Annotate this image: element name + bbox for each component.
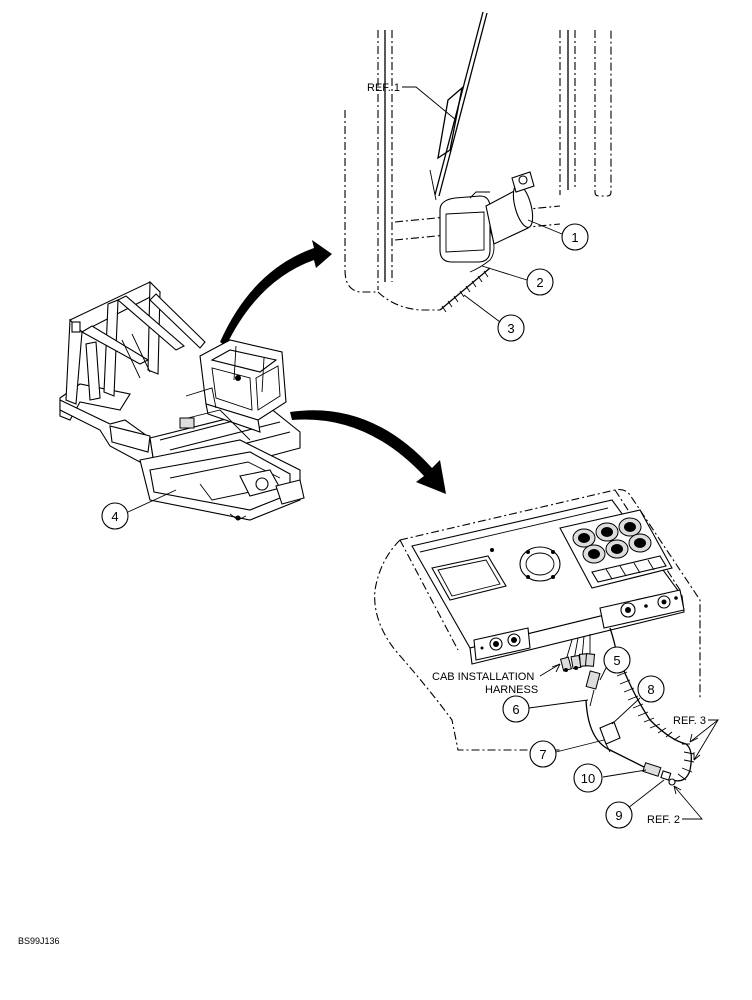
lower-switch-panel bbox=[473, 627, 531, 661]
ref-2-label: REF. 2 bbox=[647, 814, 680, 826]
callout-6: 6 bbox=[502, 695, 589, 723]
callout-10: 10 bbox=[573, 763, 647, 793]
callout-5: 5 bbox=[599, 646, 631, 681]
svg-text:3: 3 bbox=[507, 321, 514, 336]
callout-4: 4 bbox=[101, 489, 177, 530]
callout-2: 2 bbox=[481, 265, 554, 296]
arrow-to-dash-detail bbox=[290, 410, 446, 494]
callout-9: 9 bbox=[605, 779, 665, 829]
callout-1: 1 bbox=[527, 219, 589, 251]
coil-cord-ref-3 bbox=[611, 649, 695, 782]
callout-8: 8 bbox=[611, 675, 665, 725]
coil-wire-3 bbox=[439, 267, 491, 313]
svg-text:10: 10 bbox=[581, 771, 595, 786]
wiper-motor-detail bbox=[344, 11, 612, 313]
wiper-motor bbox=[439, 171, 535, 263]
svg-text:9: 9 bbox=[615, 808, 622, 823]
harness-label-line2: HARNESS bbox=[485, 684, 538, 696]
cab-harness-connectors bbox=[559, 634, 596, 672]
machine-overview bbox=[59, 280, 305, 521]
svg-text:1: 1 bbox=[571, 230, 578, 245]
svg-text:7: 7 bbox=[539, 747, 546, 762]
switch-cluster bbox=[559, 509, 673, 589]
receptacle-panel bbox=[599, 589, 685, 629]
svg-text:2: 2 bbox=[536, 275, 543, 290]
ref-3-label: REF. 3 bbox=[673, 715, 706, 727]
ref-2-leader bbox=[673, 785, 703, 820]
cab bbox=[199, 339, 287, 433]
drawing-code: BS99J136 bbox=[18, 936, 60, 946]
ref-1-leader bbox=[402, 86, 457, 121]
harness-leader bbox=[539, 663, 561, 677]
svg-text:4: 4 bbox=[111, 509, 118, 524]
ref-1-label: REF. 1 bbox=[367, 82, 400, 94]
svg-text:5: 5 bbox=[613, 653, 620, 668]
svg-text:6: 6 bbox=[512, 702, 519, 717]
callout-7: 7 bbox=[529, 739, 605, 768]
arrow-to-motor-detail bbox=[220, 240, 332, 346]
dash-panel-detail bbox=[374, 489, 701, 786]
callout-3: 3 bbox=[463, 294, 525, 342]
harness-label-line1: CAB INSTALLATION bbox=[432, 671, 534, 683]
svg-text:8: 8 bbox=[647, 682, 654, 697]
